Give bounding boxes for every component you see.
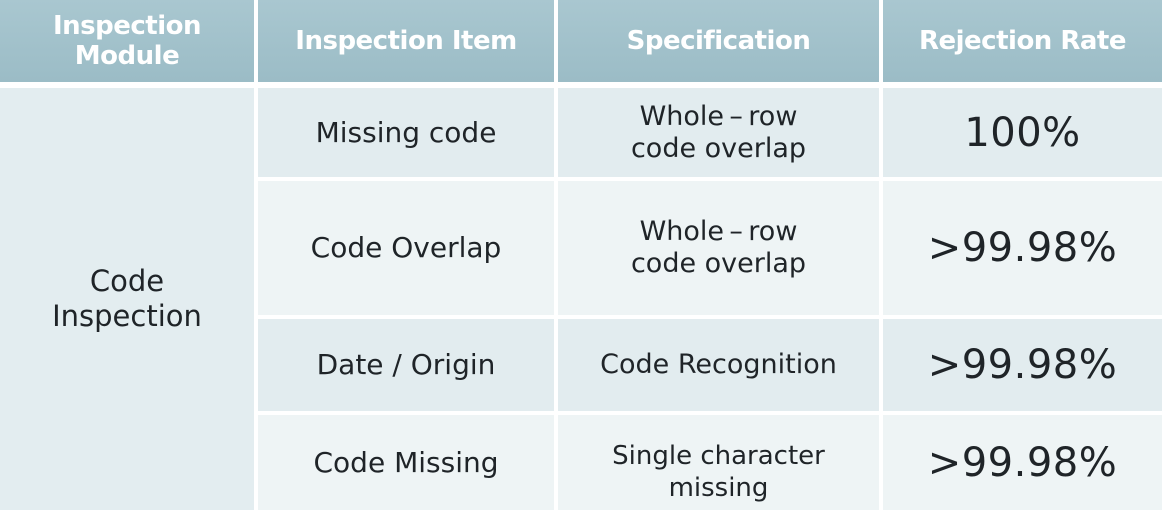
row-3-rate: >99.98% <box>883 319 1162 415</box>
module-cell: Code Inspection <box>0 88 258 510</box>
row-2-rate: >99.98% <box>883 181 1162 319</box>
header-specification: Specification <box>558 0 883 88</box>
row-1-spec-line2: code overlap <box>630 132 807 164</box>
row-4-spec: Single character missing <box>558 415 883 510</box>
row-1-item: Missing code <box>258 88 558 181</box>
row-1-rate: 100% <box>883 88 1162 181</box>
header-rejection-rate: Rejection Rate <box>883 0 1162 88</box>
row-2-item: Code Overlap <box>258 181 558 319</box>
row-3-item: Date / Origin <box>258 319 558 415</box>
row-1-spec-line1: Whole – row <box>639 100 798 132</box>
module-label-line2: Inspection <box>52 299 202 333</box>
row-2-spec-line2: code overlap <box>630 248 807 279</box>
row-4-rate: >99.98% <box>883 415 1162 510</box>
row-3-spec: Code Recognition <box>558 319 883 415</box>
row-2-spec-line1: Whole – row <box>639 216 798 247</box>
row-4-item: Code Missing <box>258 415 558 510</box>
row-1-spec: Whole – row code overlap <box>558 88 883 181</box>
row-2-spec: Whole – row code overlap <box>558 181 883 319</box>
header-inspection-module: Inspection Module <box>0 0 258 88</box>
header-inspection-item: Inspection Item <box>258 0 558 88</box>
module-label-line1: Code <box>89 264 165 298</box>
